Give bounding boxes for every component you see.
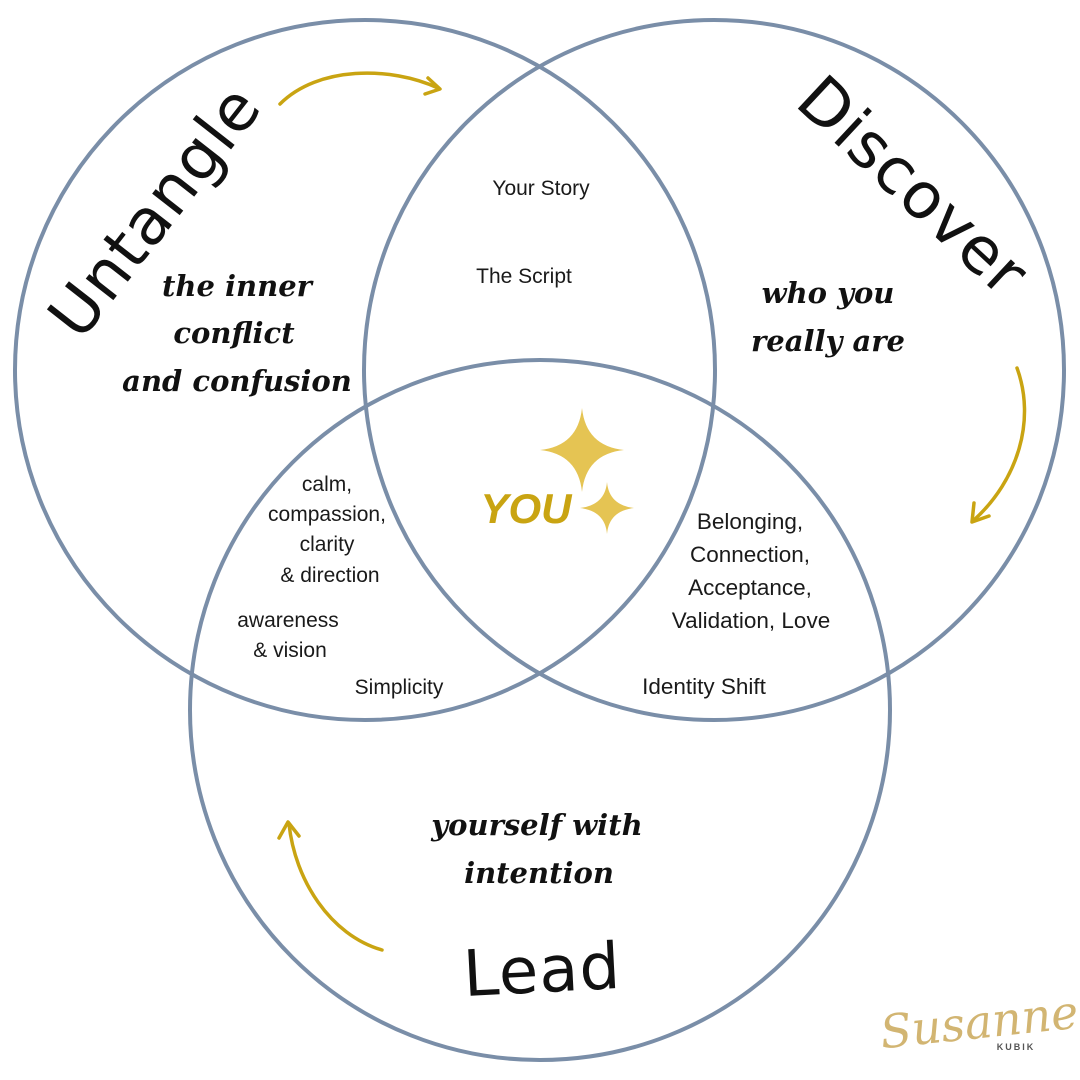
signature-logo: Susanne KUBIK bbox=[878, 985, 1080, 1059]
overlap-discover-lead-item: Validation, Love bbox=[672, 608, 830, 633]
sparkle-icon bbox=[540, 408, 624, 492]
subtitle-lead-line-1: yourself with bbox=[430, 808, 642, 842]
circle-lead bbox=[188, 358, 892, 1062]
overlap-discover-lead-item: Acceptance, bbox=[688, 575, 812, 600]
overlap-untangle-lead-item: clarity bbox=[300, 533, 355, 556]
circle-discover bbox=[362, 18, 1066, 722]
overlap-untangle-lead-item: awareness bbox=[237, 609, 339, 632]
subtitle-discover-line-1: who you bbox=[762, 276, 895, 310]
subtitle-untangle-line-2: conflict bbox=[173, 316, 295, 350]
title-discover: Discover bbox=[782, 62, 1042, 311]
center-you-label: YOU bbox=[480, 485, 573, 532]
title-untangle: Untangle bbox=[35, 72, 277, 352]
subtitle-untangle-line-3: and confusion bbox=[122, 364, 352, 398]
signature-name: Susanne bbox=[878, 985, 1080, 1059]
signature-surname: KUBIK bbox=[997, 1042, 1036, 1052]
overlap-discover-lead-item: Identity Shift bbox=[642, 674, 767, 699]
overlap-untangle-lead-item: & vision bbox=[253, 639, 327, 662]
overlap-untangle-discover-item: The Script bbox=[476, 265, 572, 288]
subtitle-untangle-line-1: the inner bbox=[162, 269, 315, 303]
overlap-untangle-lead-item: calm, bbox=[302, 473, 352, 496]
subtitle-discover-line-2: really are bbox=[751, 324, 905, 358]
circle-untangle bbox=[13, 18, 717, 722]
arrow-lead-to-untangle-icon bbox=[277, 820, 384, 952]
overlap-discover-lead-item: Belonging, bbox=[697, 509, 803, 534]
subtitle-lead-line-2: intention bbox=[464, 856, 614, 890]
arrow-discover-to-lead-icon bbox=[970, 366, 1027, 524]
sparkle-icon bbox=[580, 482, 634, 534]
arrow-untangle-to-discover-icon bbox=[278, 71, 442, 106]
overlap-untangle-lead-item: & direction bbox=[280, 564, 379, 587]
overlap-untangle-lead-item: compassion, bbox=[268, 503, 386, 526]
overlap-discover-lead-item: Connection, bbox=[690, 542, 810, 567]
title-lead: Lead bbox=[461, 930, 622, 1012]
overlap-untangle-lead-item: Simplicity bbox=[355, 676, 444, 699]
overlap-untangle-discover-item: Your Story bbox=[492, 177, 590, 200]
